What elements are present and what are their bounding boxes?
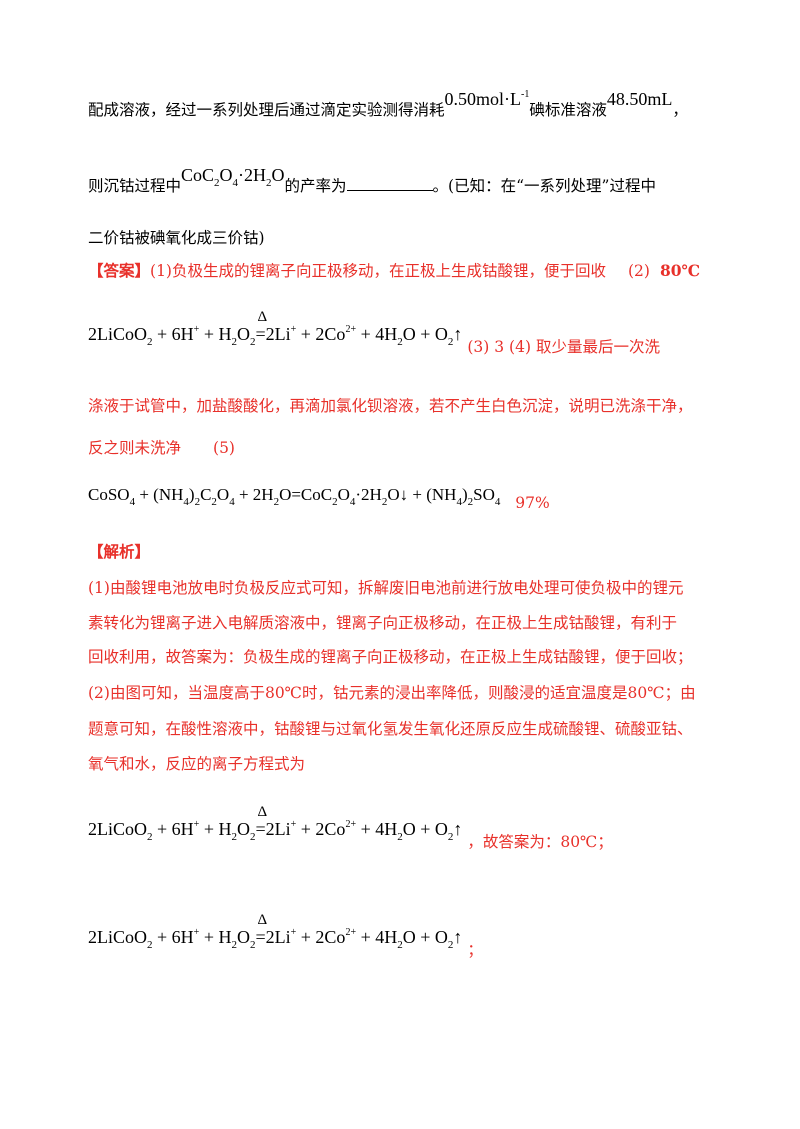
analysis-label: 【解析】 (88, 542, 151, 561)
analysis-line-2: 素转化为锂离子进入电解质溶液中，锂离子向正极移动，在正极上生成钴酸锂，有利于 (88, 614, 678, 632)
formula-cobalt-oxalate: CoC2O4·2H2O (181, 165, 285, 189)
analysis-line-1: (1)由酸锂电池放电时负极反应式可知，拆解废旧电池前进行放电处理可使负极中的锂元 (88, 579, 684, 597)
answer-label: 【答案】 (88, 261, 151, 280)
precipitation-equation: CoSO4 + (NH4)2C2O4 + 2H2O=CoC2O4·2H2O↓ +… (88, 485, 501, 508)
answer-line-5: 反之则未洗净(5) (88, 439, 235, 457)
concentration: 0.50mol·L-1 (444, 89, 530, 109)
answer-equation-2: CoSO4 + (NH4)2C2O4 + 2H2O=CoC2O4·2H2O↓ +… (88, 485, 550, 512)
answer-line-1: 【答案】(1)负极生成的锂离子向正极移动，在正极上生成钴酸锂，便于回收(2)80… (88, 261, 701, 280)
question-line-3: 二价钴被碘氧化成三价钴) (88, 229, 265, 247)
question-text: 碘标准溶液 (529, 101, 607, 119)
analysis-line-3: 回收利用，故答案为：负极生成的锂离子向正极移动，在正极上生成钴酸锂，便于回收； (88, 648, 693, 666)
answer-blank (346, 176, 433, 191)
analysis-line-5: 题意可知，在酸性溶液中，钴酸锂与过氧化氢发生氧化还原反应生成硫酸锂、硫酸亚钴、 (88, 720, 693, 738)
analysis-line-4: (2)由图可知，当温度高于80℃时，钴元素的浸出率降低，则酸浸的适宜温度是80℃… (88, 684, 696, 702)
answer-line-4: 涤液于试管中，加盐酸酸化，再滴加氯化钡溶液，若不产生白色沉淀，说明已洗涤干净， (88, 397, 693, 415)
yield-value: 97% (515, 494, 550, 512)
question-line-1: 配成溶液，经过一系列处理后通过滴定实验测得消耗0.50mol·L-1碘标准溶液4… (88, 89, 688, 119)
question-text: 配成溶液，经过一系列处理后通过滴定实验测得消耗 (88, 101, 445, 119)
volume: 48.50mL (606, 89, 673, 109)
analysis-line-6: 氧气和水，反应的离子方程式为 (88, 755, 306, 773)
question-line-2: 则沉钴过程中CoC2O4·2H2O的产率为。(已知：在“一系列处理”过程中 (88, 165, 656, 195)
